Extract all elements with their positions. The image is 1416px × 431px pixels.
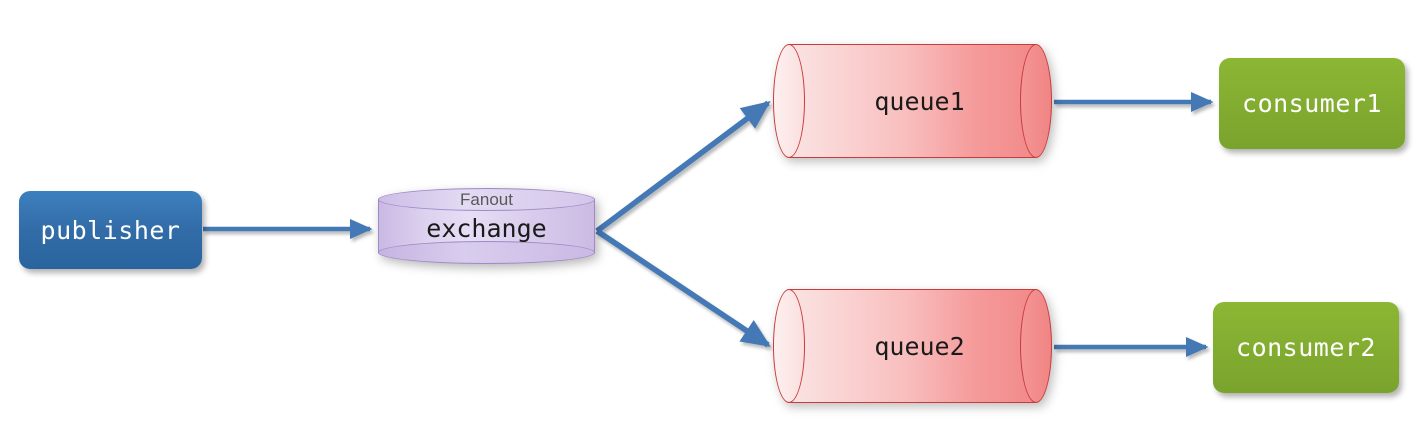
node-queue2[interactable]: queue2 — [773, 289, 1052, 403]
publisher-label: publisher — [40, 215, 181, 245]
exchange-label: exchange — [426, 214, 547, 243]
exchange-type-label: Fanout — [460, 190, 513, 209]
consumer1-label: consumer1 — [1242, 89, 1382, 118]
exchange-cylinder-bottom-cap — [378, 241, 595, 264]
queue2-cylinder-left-cap — [773, 289, 805, 403]
queue1-cylinder-right-cap — [1020, 44, 1052, 158]
node-consumer1[interactable]: consumer1 — [1219, 58, 1405, 149]
queue2-cylinder-body — [789, 289, 1036, 403]
node-consumer2[interactable]: consumer2 — [1213, 302, 1399, 393]
queue2-cylinder-right-cap — [1020, 289, 1052, 403]
node-publisher[interactable]: publisher — [19, 191, 202, 269]
consumer2-label: consumer2 — [1236, 333, 1376, 362]
node-queue1[interactable]: queue1 — [773, 44, 1052, 158]
exchange-cylinder-top-cap — [378, 188, 595, 211]
edge-exchange-to-queue1 — [595, 100, 771, 234]
queue2-label: queue2 — [874, 331, 965, 361]
queue1-label: queue1 — [874, 86, 965, 116]
node-exchange[interactable]: Fanout exchange — [378, 188, 595, 264]
queue1-cylinder-left-cap — [773, 44, 805, 158]
queue1-cylinder-body — [789, 44, 1036, 158]
edge-exchange-to-queue2 — [595, 228, 771, 348]
